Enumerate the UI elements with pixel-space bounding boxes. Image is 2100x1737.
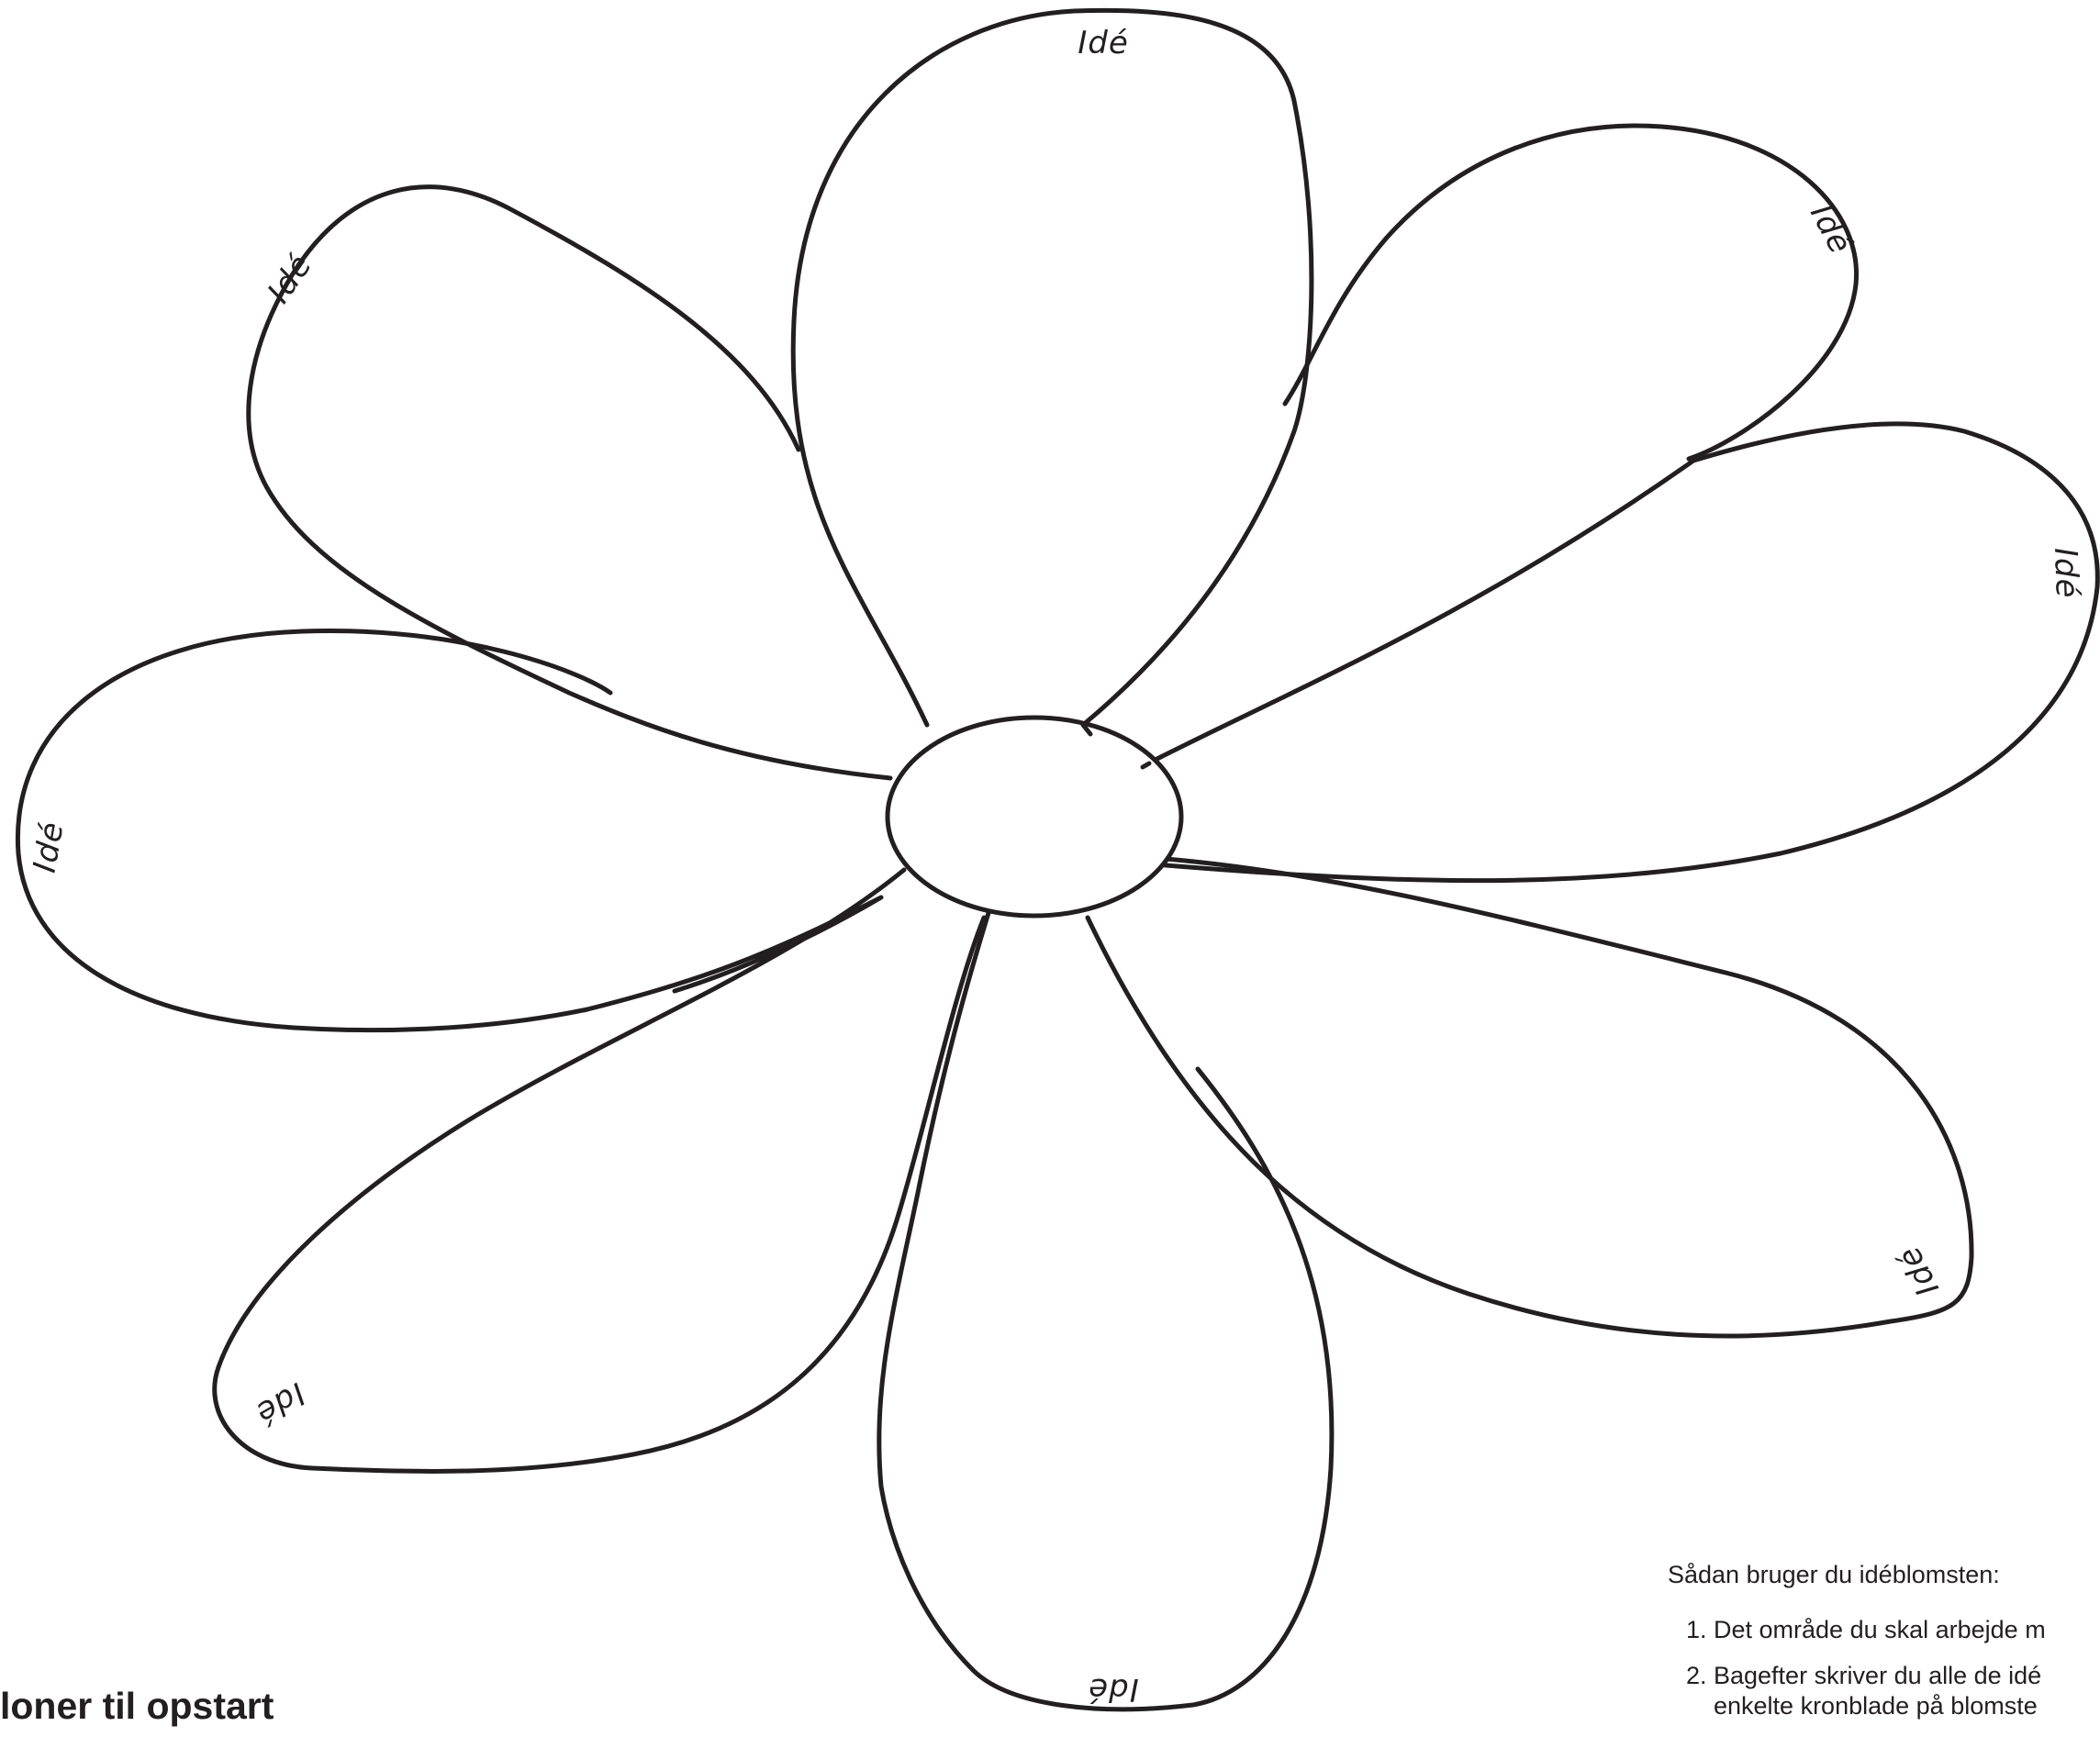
instructions-panel: Sådan bruger du idéblomsten: Det område … <box>1668 1560 2100 1737</box>
petal-right <box>1143 424 2097 881</box>
petal-label-lower-left: Idé <box>249 1375 311 1431</box>
instructions-list: Det område du skal arbejde m Bagefter sk… <box>1668 1615 2100 1722</box>
petal-label-upper-left: Idé <box>261 247 320 309</box>
instruction-step-line: enkelte kronblade på blomste <box>1714 1692 2038 1720</box>
petal-bottom <box>879 904 1332 1709</box>
petal-lower-left <box>215 870 984 1472</box>
petal-label-top: Idé <box>1078 25 1129 61</box>
petal-label-left: Idé <box>27 818 72 875</box>
instructions-heading: Sådan bruger du idéblomsten: <box>1668 1560 2100 1591</box>
petal-label-upper-right: Idé <box>1803 198 1859 261</box>
instruction-step-line: Bagefter skriver du alle de idé <box>1714 1662 2041 1689</box>
petal-top <box>793 10 1312 725</box>
petal-upper-left <box>249 187 890 778</box>
flower-center <box>888 718 1181 916</box>
petal-label-bottom: Idé <box>1088 1671 1139 1708</box>
petal-label-right: Idé <box>2047 547 2085 599</box>
sheet-title: loner til opstart <box>0 1685 274 1728</box>
petal-label-lower-right: Idé <box>1891 1240 1947 1302</box>
instruction-step: Bagefter skriver du alle de idé enkelte k… <box>1714 1661 2100 1723</box>
petal-upper-right <box>1285 126 1857 459</box>
instruction-step: Det område du skal arbejde m <box>1714 1615 2100 1646</box>
petal-joint-right <box>1143 763 1149 767</box>
